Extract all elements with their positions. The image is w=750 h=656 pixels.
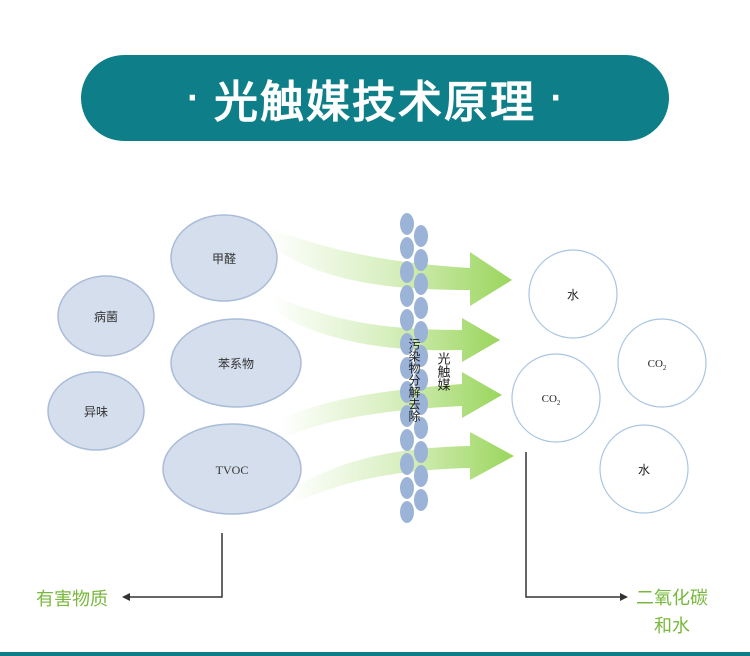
title-banner: · 光触媒技术原理 · [81,55,669,141]
flow-arrow-1 [268,228,512,306]
pollutant-label-odor: 异味 [84,405,108,419]
flow-arrow-3 [280,372,502,440]
bullet-dot-icon: · [186,80,200,116]
pollutant-label-formaldehyde: 甲醛 [212,251,236,266]
harmful-substances-label: 有害物质 [36,589,108,610]
flow-arrow-2 [272,295,500,362]
output-label-line1: 二氧化碳 [636,588,708,609]
catalyst-bead [400,285,414,307]
product-label-co2-2: CO2 [542,393,561,407]
barrier-catalyst-label: 光触媒 [435,352,451,391]
catalyst-bead [400,381,414,403]
product-co2-2-text: CO [542,393,557,405]
catalyst-bead [414,321,428,343]
barrier-process-label: 污染物分解去除 [407,338,421,422]
catalyst-bead [400,501,414,523]
product-label-water-2: 水 [638,463,650,477]
catalyst-bead [400,333,414,355]
product-group: 水 CO2 CO2 水 [511,249,707,514]
product-circle-co2-2 [511,353,601,443]
pollutant-label-germs: 病菌 [94,309,118,324]
catalyst-bead [414,465,428,487]
pollutant-label-benzene: 苯系物 [218,357,254,371]
product-circle-co2-1 [617,318,707,408]
pollutant-germs [57,275,155,357]
catalyst-bead [400,309,414,331]
bullet-dot-icon: · [550,80,564,116]
catalyst-bead [414,345,428,367]
right-connector-line [525,452,622,598]
product-co2-1-sub: 2 [663,364,667,372]
catalyst-bead [414,489,428,511]
pollutant-label-tvoc: TVOC [216,463,249,477]
product-co2-2-sub: 2 [557,399,561,407]
product-circle-water-2 [599,424,689,514]
catalyst-bead [414,225,428,247]
catalyst-bead [414,369,428,391]
flow-arrows [268,228,514,505]
catalyst-bead [400,477,414,499]
catalyst-bead [414,249,428,271]
catalyst-bead [400,429,414,451]
left-connector-line [128,533,223,598]
pollutant-formaldehyde [170,214,278,302]
pollutant-benzene [170,318,302,408]
catalyst-bead [414,417,428,439]
catalyst-bead [414,297,428,319]
catalyst-bead [400,357,414,379]
output-products-label: 二氧化碳 和水 [630,585,714,641]
catalyst-bead [400,453,414,475]
catalyst-bead [414,273,428,295]
right-arrowhead-icon [620,593,628,601]
catalyst-bead [400,213,414,235]
product-co2-1-text: CO [648,358,663,370]
pollutant-tvoc [162,423,302,515]
product-label-water-1: 水 [567,288,579,302]
connector-lines [122,452,628,601]
output-label-line2: 和水 [654,616,690,637]
pollutant-group: 甲醛 病菌 苯系物 异味 TVOC [47,214,302,515]
bottom-divider [0,652,750,656]
catalyst-barrier [400,213,428,523]
catalyst-bead [400,237,414,259]
catalyst-bead [400,405,414,427]
catalyst-bead [414,393,428,415]
catalyst-bead [400,261,414,283]
pollutant-odor [47,371,145,451]
left-arrowhead-icon [122,593,130,601]
product-label-co2-1: CO2 [648,358,667,372]
product-circle-water-1 [528,249,618,339]
catalyst-bead [414,441,428,463]
page-title: 光触媒技术原理 [214,77,536,128]
